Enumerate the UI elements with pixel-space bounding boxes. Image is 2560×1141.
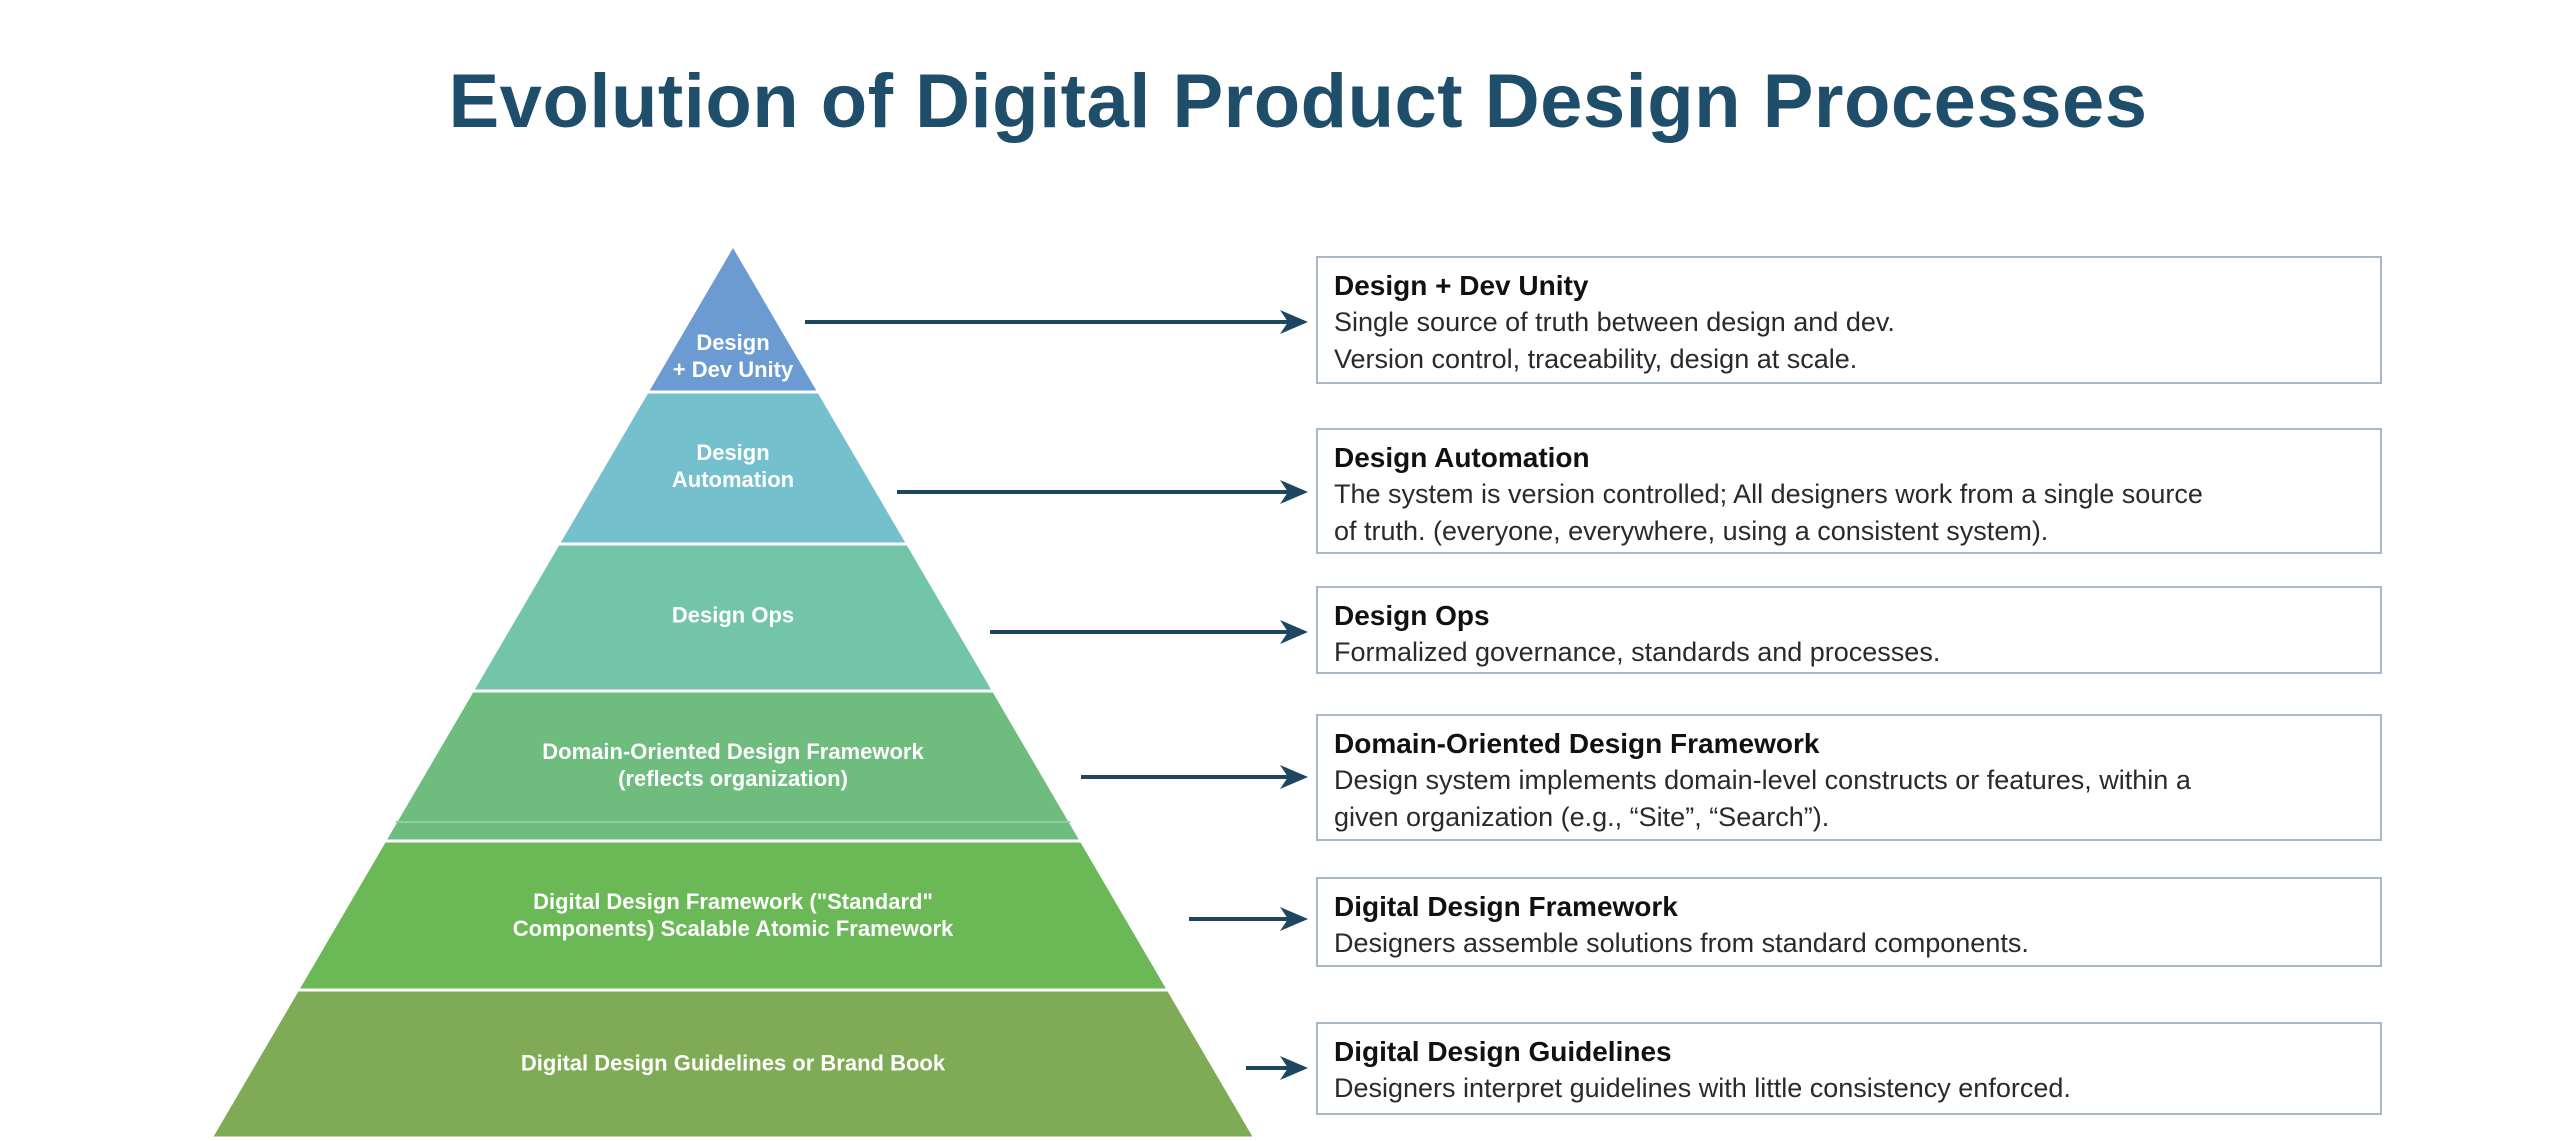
page-title: Evolution of Digital Product Design Proc… — [448, 59, 2148, 144]
box-text: Design system implements domain-level co… — [1334, 765, 2191, 795]
pyramid-label-line: Components) Scalable Atomic Framework — [512, 916, 954, 941]
pyramid-label: Design Ops — [672, 602, 794, 629]
box-text: Single source of truth between design an… — [1334, 307, 1895, 337]
pyramid-label-line: Automation — [671, 467, 795, 492]
box-text: of truth. (everyone, everywhere, using a… — [1334, 516, 2049, 546]
box-title: Digital Design Framework — [1334, 891, 1678, 922]
pyramid-label-line: Digital Design Framework ("Standard" — [533, 889, 933, 914]
pyramid-label: Digital Design Framework ("Standard"Comp… — [513, 888, 954, 942]
pyramid-label: Design+ Dev Unity — [673, 329, 793, 383]
box-title: Design Ops — [1334, 600, 1490, 631]
box-text: given organization (e.g., “Site”, “Searc… — [1334, 802, 1830, 832]
box-text: Designers assemble solutions from standa… — [1334, 928, 2029, 958]
pyramid-label: Domain-Oriented Design Framework(reflect… — [542, 738, 923, 792]
pyramid-label-line: Design — [696, 440, 770, 465]
box-text: Version control, traceability, design at… — [1334, 344, 1858, 374]
box-text: Designers interpret guidelines with litt… — [1334, 1073, 2071, 1103]
box-title: Digital Design Guidelines — [1334, 1036, 1672, 1067]
box-title: Domain-Oriented Design Framework — [1334, 728, 1820, 759]
box-text: The system is version controlled; All de… — [1334, 479, 2203, 509]
pyramid-level-6 — [208, 988, 1258, 1140]
pyramid-label-line: + Dev Unity — [672, 357, 794, 382]
pyramid-label-line: Design Ops — [671, 602, 795, 628]
box-title: Design + Dev Unity — [1334, 270, 1589, 301]
box-title: Design Automation — [1334, 442, 1590, 473]
box-text: Formalized governance, standards and pro… — [1334, 637, 1941, 667]
pyramid-label-line: Digital Design Guidelines or Brand Book — [520, 1050, 946, 1076]
pyramid-label-line: Design — [696, 330, 770, 355]
pyramid-label-line: (reflects organization) — [618, 766, 848, 791]
pyramid-label-line: Domain-Oriented Design Framework — [542, 739, 924, 764]
pyramid-label: Digital Design Guidelines or Brand Book — [521, 1050, 945, 1077]
